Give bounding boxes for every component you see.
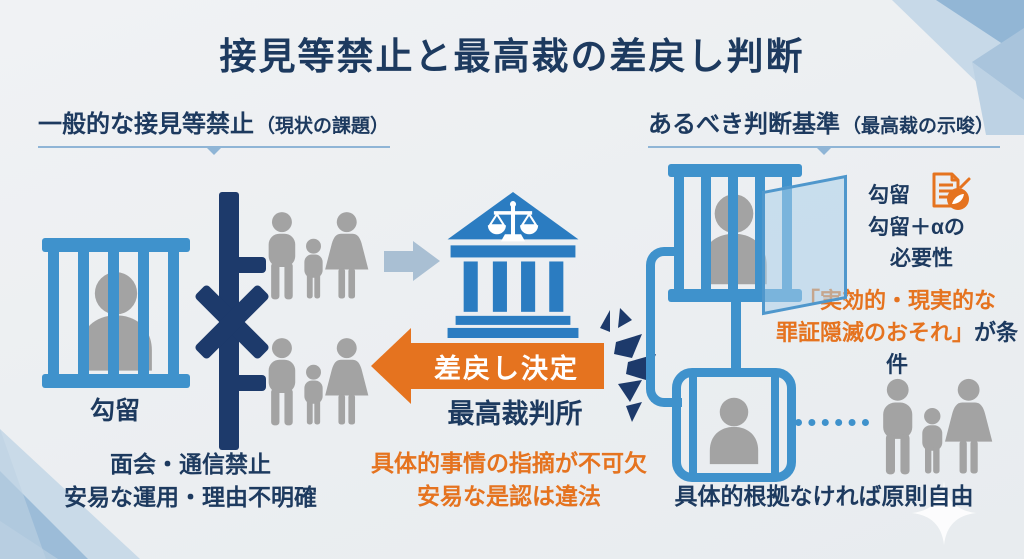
cell-bar <box>689 377 697 473</box>
barrier-prong-top <box>239 257 266 273</box>
center-note-line1: 具体的事情の指摘が不可欠 <box>371 450 647 476</box>
cell-bar <box>138 246 149 380</box>
condition-quote-line2: 罪証隠滅のおそれ」 <box>775 319 974 345</box>
cell-bar-top <box>42 238 190 252</box>
chevron-down-icon <box>816 147 832 155</box>
cell-bar-top <box>668 164 802 177</box>
dotted-line-connector <box>795 419 869 426</box>
cell-bar-bottom <box>42 374 190 388</box>
barrier-prong-bottom <box>239 375 266 391</box>
cell-bar <box>78 246 89 380</box>
cell-bar <box>701 172 711 294</box>
necessity-line1: 勾留 <box>868 184 910 207</box>
sparkle-icon <box>912 481 976 545</box>
right-header-note: （最高裁の示唆） <box>842 116 995 137</box>
scales-of-justice-icon <box>487 201 539 242</box>
court-name-label: 最高裁判所 <box>447 399 583 429</box>
arrow-tip <box>371 328 411 404</box>
necessity-text: 勾留 勾留＋αの 必要性 <box>868 180 1018 275</box>
right-section-header: あるべき判断基準（最高裁の示唆） <box>648 104 1000 155</box>
center-note-line2: 安易な是認は違法 <box>417 482 601 509</box>
corner-decoration-bottom-left <box>0 429 140 559</box>
cell-link-bracket <box>646 247 682 407</box>
interview-room-icon <box>672 368 796 482</box>
right-header-rule <box>648 146 1000 155</box>
remand-arrow-label: 差戻し決定 <box>434 353 579 384</box>
left-header-label: 一般的な接見等禁止 <box>38 111 254 138</box>
chevron-down-icon <box>206 147 222 155</box>
left-caption: 面会・通信禁止 安易な運用・理由不明確 <box>18 448 363 515</box>
detention-label: 勾留 <box>89 397 140 425</box>
remand-arrow-icon: 差戻し決定 <box>371 328 604 404</box>
jail-cell-icon <box>42 238 190 388</box>
cell-link-vertical <box>731 294 741 374</box>
prisoner-icon <box>709 397 759 465</box>
left-caption-line2: 安易な運用・理由不明確 <box>64 484 317 511</box>
arrow-shaft: 差戻し決定 <box>409 343 604 389</box>
cell-bar <box>168 246 179 380</box>
page-title: 接見等禁止と最高裁の差戻し判断 <box>219 36 805 77</box>
necessity-line3: 必要性 <box>890 247 953 270</box>
glass-partition-icon <box>762 174 847 316</box>
left-caption-line1: 面会・通信禁止 <box>110 451 271 477</box>
cell-bar <box>771 377 779 473</box>
courthouse-icon <box>447 192 579 338</box>
left-header-rule <box>38 146 390 155</box>
cell-bar <box>674 172 684 294</box>
family-icon <box>883 378 993 475</box>
family-icon <box>268 212 369 300</box>
flow-arrow-icon <box>384 241 440 281</box>
center-note: 具体的事情の指摘が不可欠 安易な是認は違法 <box>350 447 668 512</box>
left-header-note: （現状の課題） <box>256 116 390 137</box>
right-header-label: あるべき判断基準 <box>648 111 840 138</box>
cell-bar <box>48 246 59 380</box>
cell-bar <box>755 172 765 294</box>
necessity-line2: 勾留＋αの <box>868 215 965 239</box>
document-review-icon <box>932 172 971 210</box>
condition-suffix: が条件 <box>885 319 1019 377</box>
right-caption: 具体的根拠なければ原則自由 <box>674 483 974 509</box>
family-icon <box>268 338 369 426</box>
cell-bar <box>108 246 119 380</box>
cell-bar <box>728 172 738 294</box>
corner-decoration-top-right <box>892 0 1024 135</box>
left-section-header: 一般的な接見等禁止（現状の課題） <box>38 104 390 155</box>
